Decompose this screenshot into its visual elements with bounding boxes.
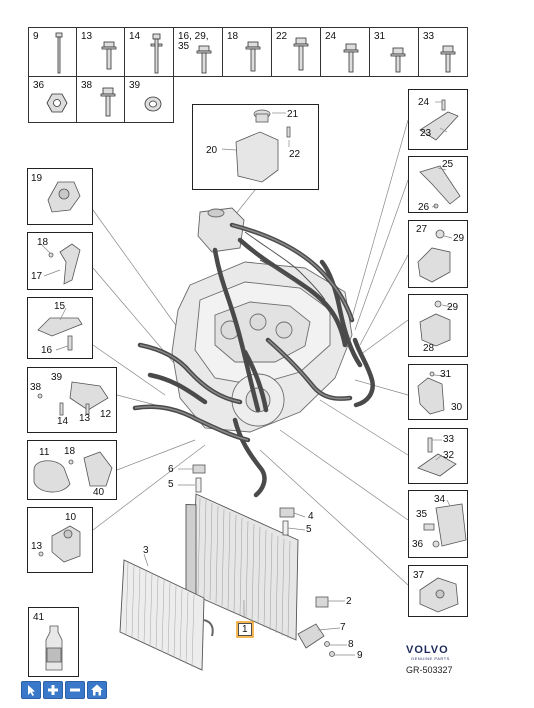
callout-7[interactable]: 7 (340, 622, 346, 633)
callout-28[interactable]: 28 (423, 343, 435, 354)
detail-box-28-29[interactable] (408, 294, 468, 357)
zoom-out-button[interactable] (65, 681, 85, 699)
callout-29[interactable]: 29 (453, 233, 465, 244)
drawing-code: GR-503327 (406, 665, 453, 675)
grid-cell-13[interactable]: 13 (76, 27, 125, 77)
detail-box-32-33[interactable] (408, 428, 468, 484)
detail-box-10-13[interactable] (27, 507, 93, 573)
callout-15[interactable]: 15 (54, 301, 66, 312)
callout-37[interactable]: 37 (413, 570, 425, 581)
grid-cell-label: 22 (276, 31, 288, 42)
detail-box-25-26[interactable] (408, 156, 468, 213)
grid-cell-label: 36 (33, 80, 45, 91)
callout-40[interactable]: 40 (93, 487, 105, 498)
callout-27[interactable]: 27 (416, 224, 428, 235)
callout-20[interactable]: 20 (206, 145, 218, 156)
grid-cell-label: 39 (129, 80, 141, 91)
callout-11[interactable]: 11 (39, 447, 50, 458)
grid-cell-33[interactable]: 33 (418, 27, 468, 77)
callout-10[interactable]: 10 (65, 512, 77, 523)
callout-35[interactable]: 35 (416, 509, 428, 520)
callout-21[interactable]: 21 (287, 109, 299, 120)
grid-cell-24[interactable]: 24 (320, 27, 370, 77)
callout-19[interactable]: 19 (31, 173, 43, 184)
minus-icon (70, 688, 80, 692)
callout-13[interactable]: 13 (31, 541, 43, 552)
callout-1[interactable]: 1 (242, 624, 248, 635)
grid-cell-label: 9 (33, 31, 39, 42)
callout-41[interactable]: 41 (33, 612, 45, 623)
callout-8[interactable]: 8 (348, 639, 354, 650)
callout-24[interactable]: 24 (418, 97, 430, 108)
callout-18[interactable]: 18 (37, 237, 49, 248)
callout-3[interactable]: 3 (143, 545, 149, 556)
zoom-in-button[interactable] (43, 681, 63, 699)
grid-cell-14[interactable]: 14 (124, 27, 174, 77)
grid-cell-label: 33 (423, 31, 435, 42)
callout-30[interactable]: 30 (451, 402, 463, 413)
callout-17[interactable]: 17 (31, 271, 43, 282)
callout-29[interactable]: 29 (447, 302, 459, 313)
brand-name: VOLVO (406, 644, 449, 656)
callout-14[interactable]: 14 (57, 416, 69, 427)
grid-cell-39[interactable]: 39 (124, 76, 174, 123)
callout-36[interactable]: 36 (412, 539, 424, 550)
grid-cell-36[interactable]: 36 (28, 76, 77, 123)
callout-12[interactable]: 12 (100, 409, 112, 420)
grid-cell-18[interactable]: 18 (222, 27, 272, 77)
callout-32[interactable]: 32 (443, 450, 455, 461)
callout-9[interactable]: 9 (357, 650, 363, 661)
callout-13[interactable]: 13 (79, 413, 91, 424)
callout-39[interactable]: 39 (51, 372, 63, 383)
callout-5[interactable]: 5 (306, 524, 312, 535)
detail-box-23-24[interactable] (408, 89, 468, 150)
plus-icon (48, 685, 58, 695)
callout-26[interactable]: 26 (418, 202, 430, 213)
callout-25[interactable]: 25 (442, 159, 454, 170)
grid-cell-31[interactable]: 31 (369, 27, 419, 77)
callout-33[interactable]: 33 (443, 434, 455, 445)
grid-cell-label: 16, 29, 35 (178, 31, 209, 52)
grid-cell-label: 24 (325, 31, 337, 42)
grid-cell-label: 13 (81, 31, 93, 42)
callout-38[interactable]: 38 (30, 382, 42, 393)
callout-4[interactable]: 4 (308, 511, 314, 522)
callout-2[interactable]: 2 (346, 596, 352, 607)
grid-cell-label: 18 (227, 31, 239, 42)
callout-18[interactable]: 18 (64, 446, 76, 457)
callout-22[interactable]: 22 (289, 149, 301, 160)
home-icon (91, 684, 103, 696)
cursor-icon (28, 685, 35, 696)
home-button[interactable] (87, 681, 107, 699)
callout-6[interactable]: 6 (168, 464, 174, 475)
callout-23[interactable]: 23 (420, 128, 432, 139)
callout-5[interactable]: 5 (168, 479, 174, 490)
pointer-tool-button[interactable] (21, 681, 41, 699)
grid-cell-16-29-35[interactable]: 16, 29, 35 (173, 27, 223, 77)
grid-cell-label: 31 (374, 31, 386, 42)
grid-cell-22[interactable]: 22 (271, 27, 321, 77)
detail-box-13-14-38-39[interactable] (27, 367, 117, 433)
brand-tagline: GENUINE PARTS (411, 656, 450, 661)
grid-cell-38[interactable]: 38 (76, 76, 125, 123)
callout-16[interactable]: 16 (41, 345, 53, 356)
grid-cell-9[interactable]: 9 (28, 27, 77, 77)
callout-34[interactable]: 34 (434, 494, 446, 505)
grid-cell-label: 38 (81, 80, 93, 91)
grid-cell-label: 14 (129, 31, 141, 42)
callout-31[interactable]: 31 (440, 369, 452, 380)
